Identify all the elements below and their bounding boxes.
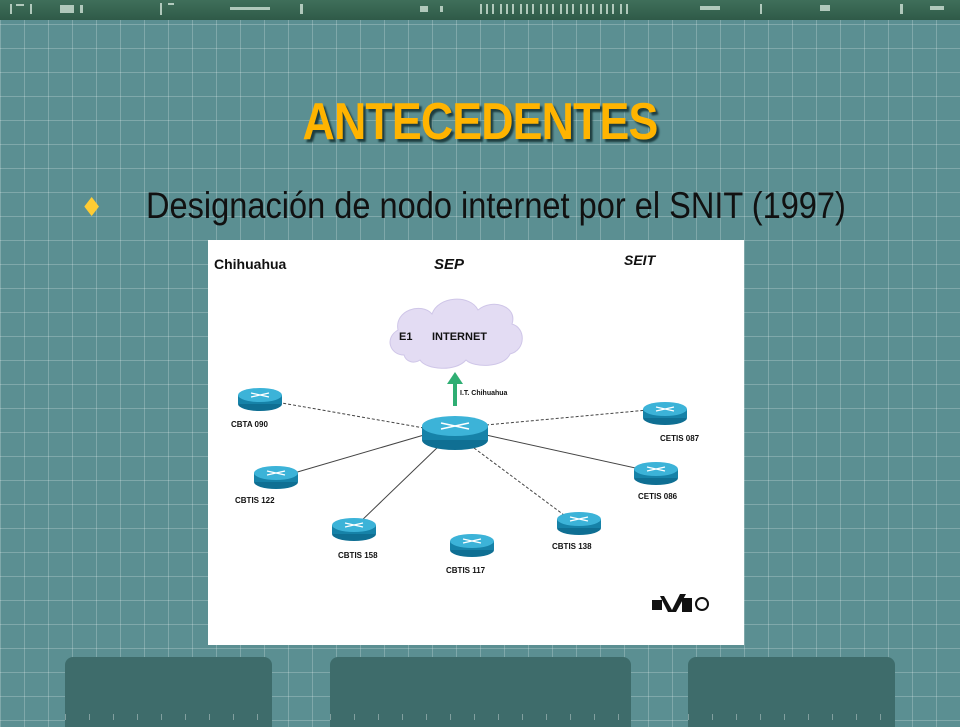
node-label-cetis-087: CETIS 087 bbox=[660, 434, 700, 443]
router-icon-cbtis-158 bbox=[332, 518, 376, 541]
link-cbtis-122 bbox=[293, 434, 425, 474]
circuit-pattern-icon bbox=[10, 3, 944, 15]
node-label-cbtis-117: CBTIS 117 bbox=[446, 566, 486, 575]
sep-logo: SEP bbox=[434, 256, 465, 273]
link-cbtis-138 bbox=[469, 444, 569, 519]
network-diagram-svg: E1 INTERNET I.T. Chihuahua CBTA 090 CBTI… bbox=[214, 252, 709, 612]
slide-title: ANTECEDENTES bbox=[302, 93, 659, 151]
node-label-cetis-086: CETIS 086 bbox=[638, 492, 678, 501]
top-decorative-band bbox=[0, 0, 960, 20]
router-icon-cbtis-117 bbox=[450, 534, 494, 557]
link-cetis-087 bbox=[485, 409, 649, 426]
cloud-label-e1: E1 bbox=[399, 331, 412, 343]
router-icon-cetis-087 bbox=[643, 402, 687, 425]
router-icon-cetis-086 bbox=[634, 462, 678, 485]
hub-label: I.T. Chihuahua bbox=[460, 390, 508, 397]
node-label-cbtis-138: CBTIS 138 bbox=[552, 542, 592, 551]
link-cetis-086 bbox=[485, 434, 641, 470]
institution-emblem-icon bbox=[652, 594, 709, 612]
node-label-cbtis-158: CBTIS 158 bbox=[338, 551, 378, 560]
router-icon-cbtis-122 bbox=[254, 466, 298, 489]
footer-block-left bbox=[65, 657, 272, 727]
network-diagram: E1 INTERNET I.T. Chihuahua CBTA 090 CBTI… bbox=[208, 240, 744, 645]
diamond-bullet-icon: ♦ bbox=[80, 193, 104, 223]
bullet-text: Designación de nodo internet por el SNIT… bbox=[146, 185, 846, 226]
region-label: Chihuahua bbox=[214, 256, 287, 272]
node-label-cbtis-122: CBTIS 122 bbox=[235, 496, 275, 505]
router-icon-cbtis-138 bbox=[557, 512, 601, 535]
link-cbta-090 bbox=[281, 402, 425, 429]
cloud-label-internet: INTERNET bbox=[432, 331, 487, 343]
seit-logo: SEIT bbox=[624, 252, 657, 268]
internet-cloud: E1 INTERNET bbox=[389, 298, 523, 369]
footer-block-center bbox=[330, 657, 631, 727]
hub-router-icon bbox=[422, 416, 488, 450]
node-label-cbta-090: CBTA 090 bbox=[231, 420, 268, 429]
link-cbtis-158 bbox=[357, 444, 441, 525]
footer-block-right bbox=[688, 657, 895, 727]
router-icon-cbta-090 bbox=[238, 388, 282, 411]
uplink-arrow-icon bbox=[447, 372, 463, 406]
